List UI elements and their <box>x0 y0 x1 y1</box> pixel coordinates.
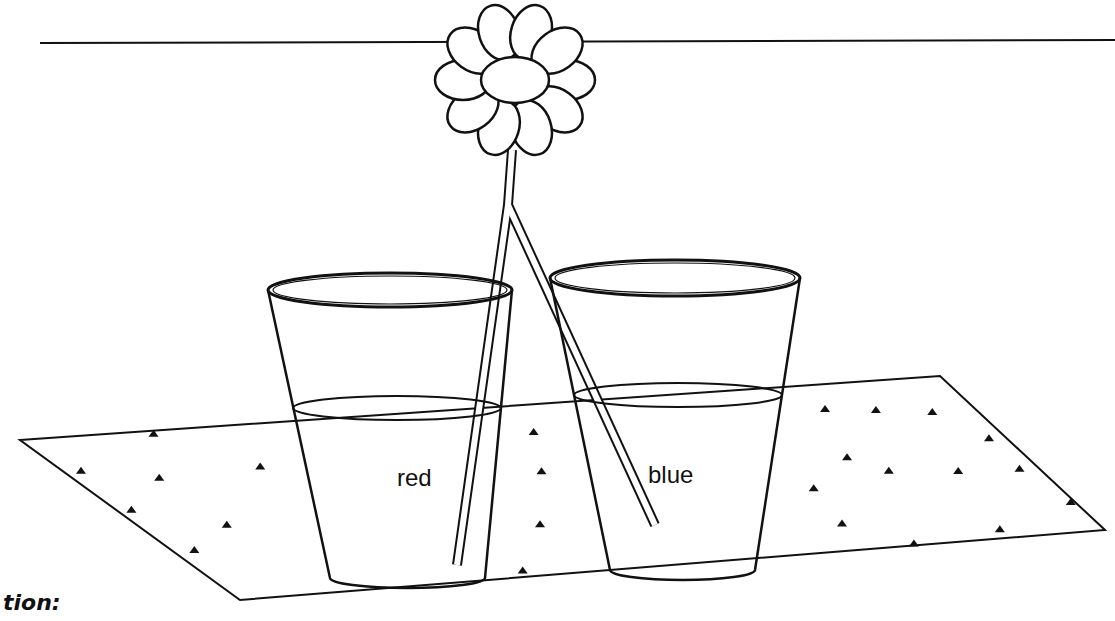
cup-label: blue <box>645 462 696 488</box>
placemat-dots <box>76 405 1076 573</box>
flower <box>435 0 595 160</box>
heading-fragment: tion: <box>3 590 61 615</box>
placemat <box>20 376 1105 600</box>
flower-stem <box>457 150 655 565</box>
cup-outline <box>264 268 518 590</box>
cup-outline <box>546 258 804 582</box>
cup: red <box>264 268 518 590</box>
cup-label: red <box>394 465 435 491</box>
cup: blue <box>546 258 804 582</box>
